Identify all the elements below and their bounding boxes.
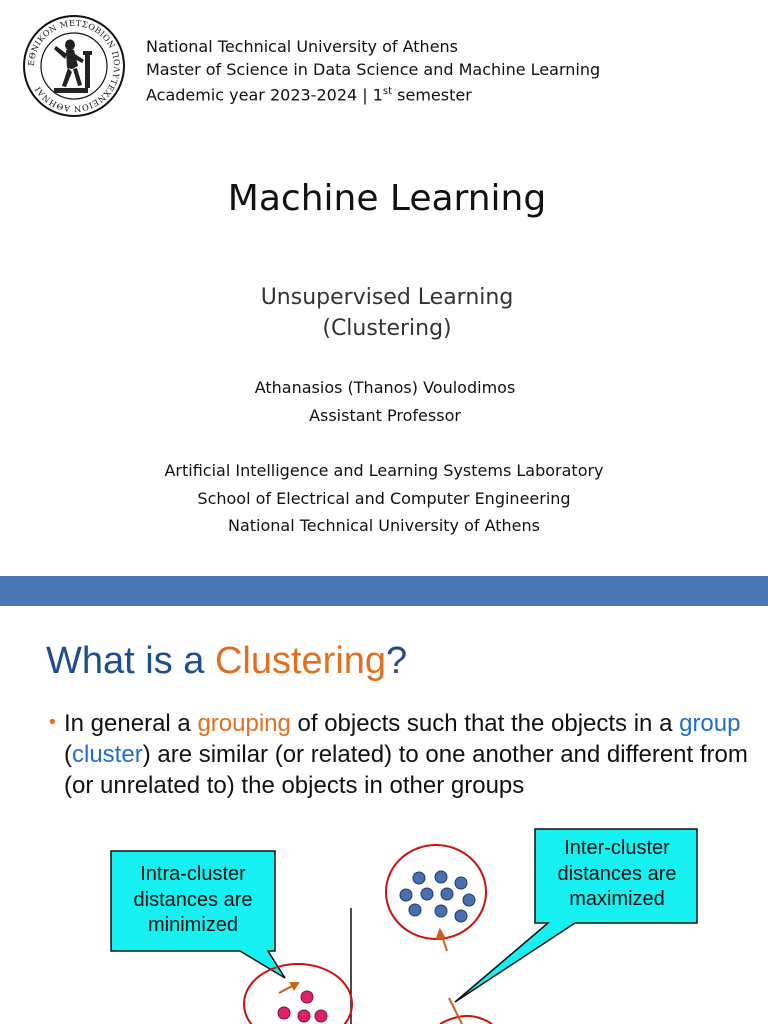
slide-title: Machine Learning [227,178,547,219]
cluster-point [434,870,448,884]
lab-name: Artificial Intelligence and Learning Sys… [164,461,604,480]
inter-distance-arrow-lower [448,997,463,1024]
lab-university: National Technical University of Athens [227,516,540,535]
cluster-point [412,871,426,885]
header-academic-year: Academic year 2023-2024 | 1st semester [146,85,472,105]
cluster-point [408,903,422,917]
slide-subtitle: Unsupervised Learning (Clustering) [0,282,768,344]
university-header: National Technical University of Athens … [146,36,600,107]
university-seal-logo: ΕΘΝΙΚΟΝ ΜΕΤΣΟΒΙΟΝ ΠΟΛΥΤΕΧΝΕΙΟΝ ΑΘΗΝΑΙ [23,15,125,117]
cluster-ellipse-left [243,963,353,1024]
cluster-point [277,1006,291,1020]
highlight-grouping: grouping [197,710,291,737]
heading-highlight: Clustering [214,640,387,682]
subtitle-line-2: (Clustering) [322,316,452,341]
slide-divider-bar [0,576,768,606]
cluster-point [420,887,434,901]
cluster-ellipse-bottom-right [439,1015,493,1024]
cluster-point [297,1009,311,1023]
arrow-head-icon [435,927,446,940]
lab-school: School of Electrical and Computer Engine… [197,488,571,508]
clustering-illustration [110,828,698,1024]
inter-cluster-callout [454,828,698,1003]
intra-cluster-text: Intra-cluster distances are minimized [133,863,253,936]
cluster-point [399,888,413,902]
cluster-point [434,904,448,918]
inter-cluster-text: Inter-cluster distances are maximized [557,837,677,910]
cluster-point [462,893,476,907]
author-role: Assistant Professor [309,406,461,425]
author-name: Athanasios (Thanos) Voulodimos [254,378,516,397]
arrow-head-icon [289,982,300,991]
header-institution: National Technical University of Athens [146,37,459,56]
cluster-point [454,909,468,923]
cluster-point [300,990,314,1004]
cluster-point [314,1009,328,1023]
author-block: Athanasios (Thanos) Voulodimos Assistant… [0,374,768,430]
highlight-group: group [679,710,741,737]
bullet-marker: • [47,712,58,733]
subtitle-line-1: Unsupervised Learning [260,285,514,310]
cluster-point [440,887,454,901]
slide2-heading: What is a Clustering? [46,640,408,682]
cluster-point [454,876,468,890]
definition-paragraph: In general a grouping of objects such th… [64,710,748,799]
lab-block: Artificial Intelligence and Learning Sys… [0,457,768,540]
intra-cluster-callout [110,850,286,979]
header-program: Master of Science in Data Science and Ma… [146,59,601,79]
highlight-cluster: cluster [72,741,143,768]
